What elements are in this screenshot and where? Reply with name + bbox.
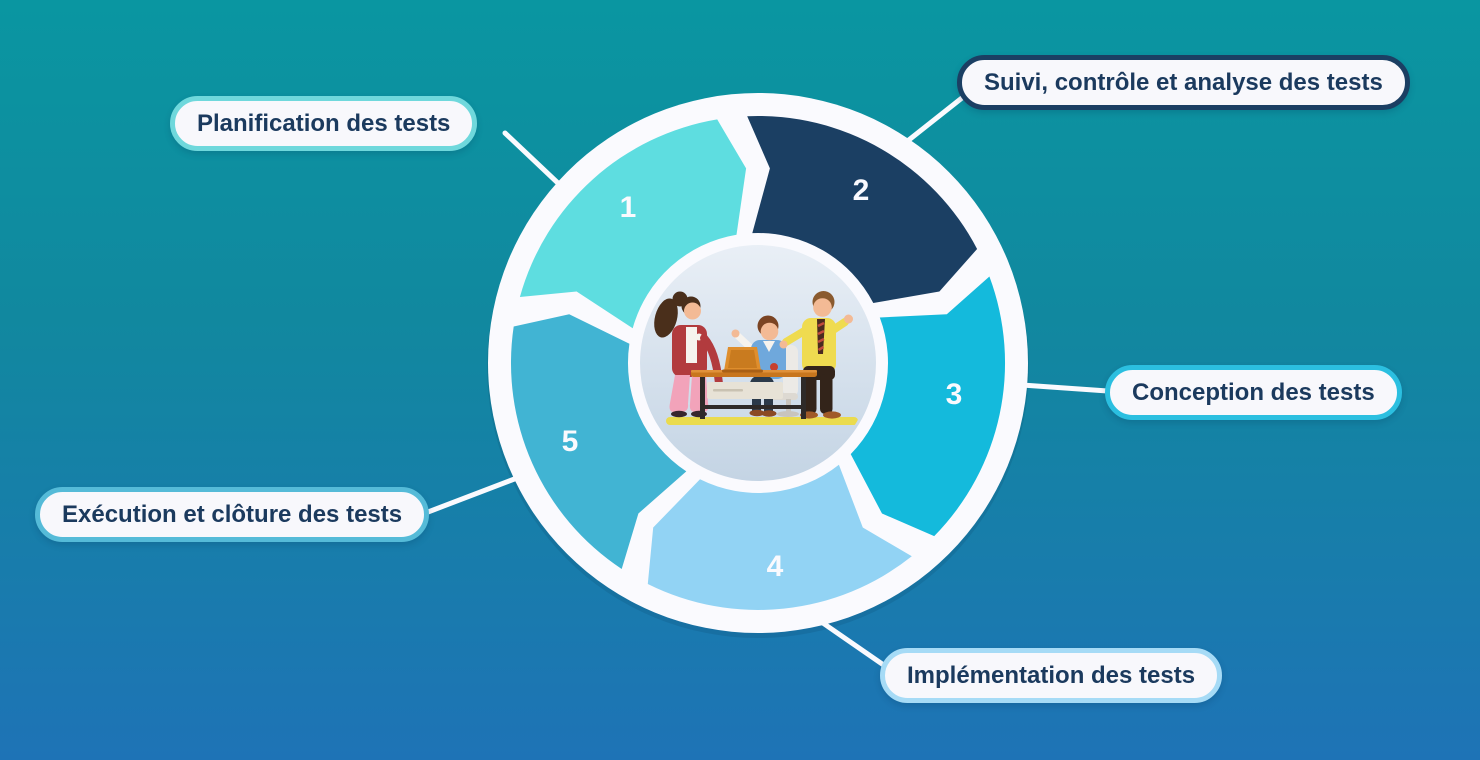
standing-man-figure: [779, 291, 853, 419]
segment-arc-2: [747, 115, 978, 303]
step-number-1: 1: [620, 191, 637, 224]
laptop-icon: [722, 347, 763, 373]
step-label-conception: Conception des tests: [1105, 365, 1402, 420]
team-meeting-illustration: [654, 291, 858, 425]
segment-arc-5: [510, 314, 687, 569]
segment-arc-4: [647, 464, 912, 610]
step-number-3: 3: [946, 378, 963, 411]
step-number-4: 4: [767, 550, 784, 583]
step-label-implementation: Implémentation des tests: [880, 648, 1223, 703]
step-label-suivi-controle-analyse: Suivi, contrôle et analyse des tests: [957, 55, 1410, 110]
floor-mat: [666, 417, 858, 425]
step-number-5: 5: [562, 425, 579, 458]
segment-arc-1: [519, 119, 747, 329]
step-number-2: 2: [853, 174, 870, 207]
connector-line-5: [425, 475, 520, 515]
connector-line-1: [502, 130, 563, 188]
step-label-execution-cloture: Exécution et clôture des tests: [35, 487, 430, 542]
step-label-planification: Planification des tests: [170, 96, 478, 151]
segment-arc-3: [850, 276, 1006, 537]
connector-line-2: [902, 87, 975, 146]
